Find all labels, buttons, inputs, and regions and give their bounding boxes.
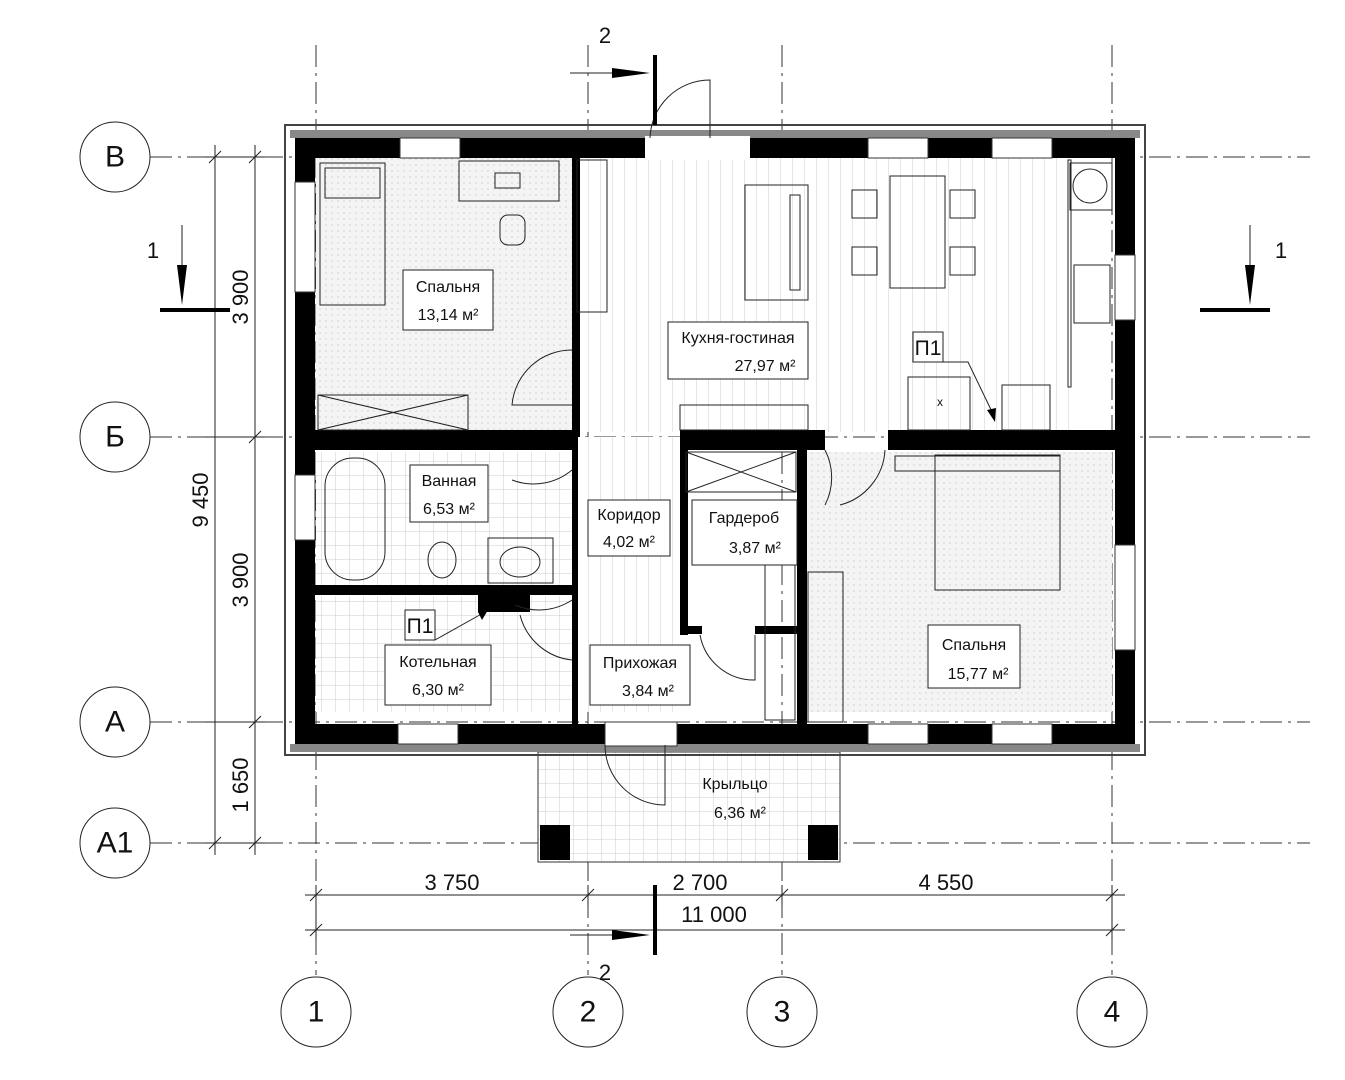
dim-vertical: 3 900 [228,269,253,324]
room-area: 27,97 м² [735,358,796,375]
dimension-lines: 3 900 3 900 1 650 9 450 3 750 2 700 4 55… [188,145,1125,940]
room-bedroom-2: Спальня 15,77 м² [927,624,1021,689]
room-boiler: Котельная 6,30 м² [384,644,492,706]
axis-label: 3 [774,996,791,1029]
section-label: 1 [147,238,159,263]
svg-text:П1: П1 [407,615,434,638]
dim-vertical: 3 900 [228,552,253,607]
windows [294,79,1136,806]
room-corridor: Коридор 4,02 м² [587,499,671,557]
section-marker-1-left: 1 [147,225,230,312]
room-area: 6,53 м² [423,501,476,518]
dim-horizontal: 4 550 [918,870,973,895]
room-bathroom: Ванная 6,53 м² [409,464,489,523]
tag-p1-boiler: П1 [404,609,488,641]
furniture: x [317,159,1113,723]
room-name: Ванная [422,473,477,490]
axis-label: А [105,706,125,739]
room-name: Спальня [416,279,480,296]
room-hallway: Прихожая 3,84 м² [589,644,691,706]
axis-label: 4 [1104,996,1121,1029]
floor-porch [537,751,841,863]
section-marker-2-bottom: 2 [570,885,657,985]
section-label: 2 [599,23,611,48]
room-area: 13,14 м² [418,307,479,324]
axis-label: 1 [308,996,325,1029]
dim-vertical: 1 650 [228,757,253,812]
room-wardrobe: Гардероб 3,87 м² [691,499,798,566]
room-name: Крыльцо [702,776,767,793]
floor-kitchen [578,157,1070,432]
dim-horizontal: 2 700 [672,870,727,895]
room-area: 3,87 м² [729,540,782,557]
room-area: 15,77 м² [948,666,1009,683]
room-name: Коридор [597,507,660,524]
dim-vertical-total: 9 450 [188,472,213,527]
axis-bubbles: В Б А А1 1 2 3 4 [79,121,1148,1048]
tag-p1-kitchen: П1 [912,331,996,422]
room-bedroom-1: Спальня 13,14 м² [402,269,494,331]
room-name: Прихожая [603,655,677,672]
room-area: 6,30 м² [412,682,465,699]
section-marker-1-right: 1 [1200,225,1287,312]
axis-label: Б [105,421,125,454]
axis-label: А1 [97,827,134,860]
room-area: 3,84 м² [622,683,675,700]
section-marker-2-top: 2 [570,23,657,125]
stove-mark: x [937,395,943,409]
room-porch: Крыльцо 6,36 м² [702,776,767,822]
axis-label: В [105,141,125,174]
room-name: Котельная [399,654,476,671]
room-area: 4,02 м² [603,534,656,551]
room-kitchen-living: Кухня-гостиная 27,97 м² [667,321,809,380]
section-label: 1 [1275,238,1287,263]
room-area: 6,36 м² [714,805,767,822]
room-name: Спальня [942,637,1006,654]
room-name: Кухня-гостиная [681,330,794,347]
dim-horizontal-total: 11 000 [681,902,747,927]
room-name: Гардероб [709,510,779,527]
svg-text:П1: П1 [915,337,942,360]
dim-horizontal: 3 750 [424,870,479,895]
axis-label: 2 [580,996,597,1029]
section-label: 2 [599,960,611,985]
